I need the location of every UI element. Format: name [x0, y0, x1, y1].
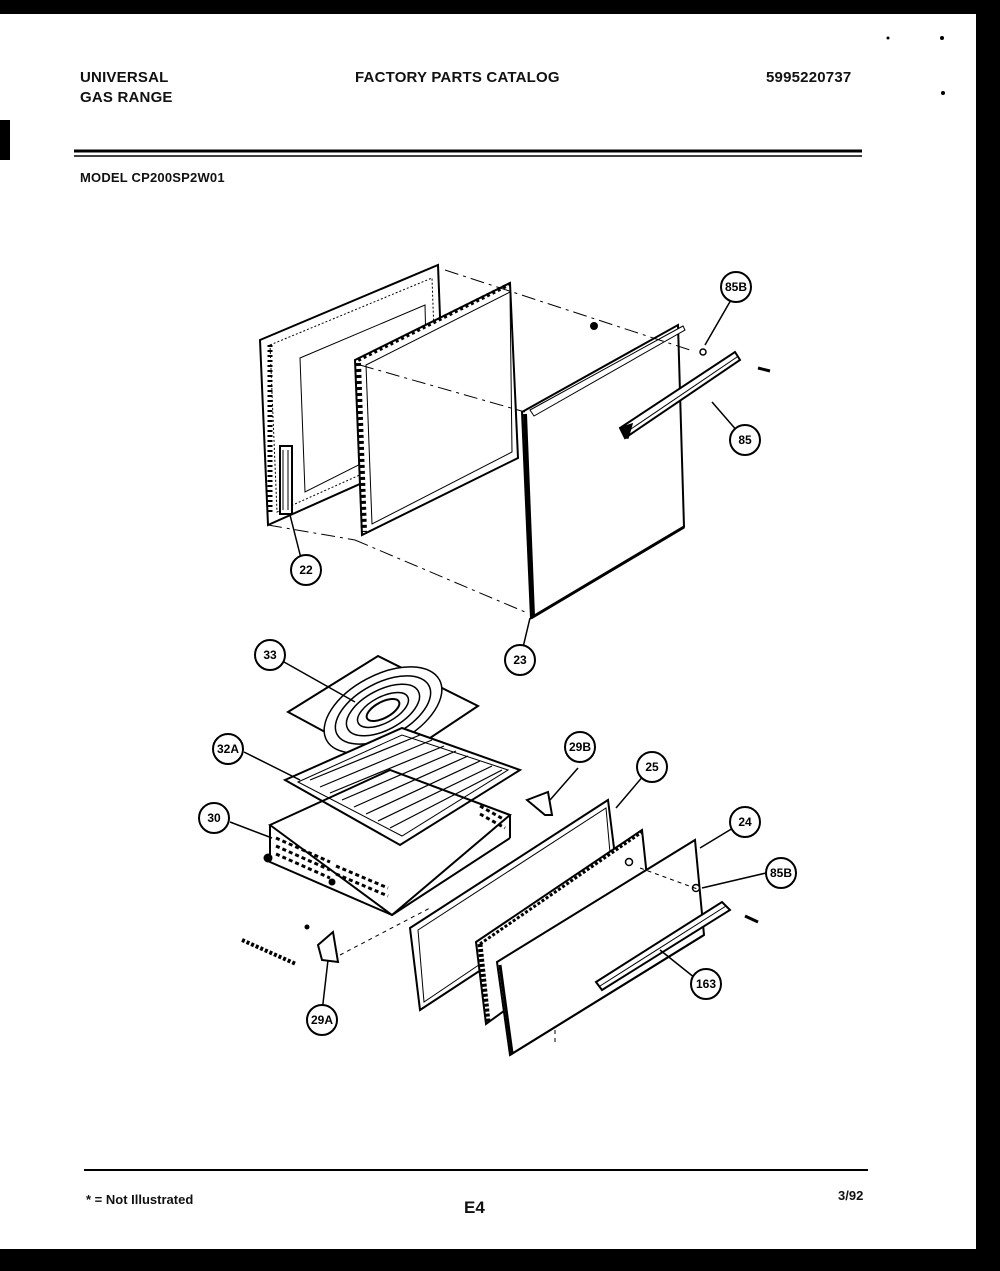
callout-circle [636, 751, 668, 783]
callout-label: 163 [696, 977, 716, 991]
callout-label: 85B [770, 866, 792, 880]
callout-22: 22 [290, 554, 322, 586]
callout-circle [306, 1004, 338, 1036]
callout-label: 22 [299, 563, 313, 577]
callout-circle [720, 271, 752, 303]
page-number: E4 [464, 1198, 485, 1217]
drawer-handle [594, 883, 759, 992]
callout-label: 33 [263, 648, 277, 662]
callout-32a: 32A [212, 733, 244, 765]
model-number: MODEL CP200SP2W01 [80, 170, 225, 185]
lower-assembly-lines [339, 867, 701, 1045]
oven-door-outer-panel [520, 323, 686, 620]
callout-label: 32A [217, 742, 239, 756]
brand-line-1: UNIVERSAL [80, 69, 169, 86]
callout-label: 23 [513, 653, 527, 667]
callout-33: 33 [254, 639, 286, 671]
drawer-front-panel [495, 838, 706, 1057]
callout-25: 25 [636, 751, 668, 783]
drawer-slide-left [241, 924, 340, 966]
callout-label: 85B [725, 280, 747, 294]
catalog-title: FACTORY PARTS CATALOG [355, 69, 560, 86]
callout-circle [729, 424, 761, 456]
upper-assembly-lines [267, 269, 691, 613]
callout-label: 29A [311, 1013, 333, 1027]
callout-24: 24 [729, 806, 761, 838]
scan-marks [0, 36, 945, 160]
callout-label: 24 [738, 815, 752, 829]
oven-door-handle [618, 348, 771, 440]
callout-85: 85 [729, 424, 761, 456]
callout-circle [765, 857, 797, 889]
callout-label: 29B [569, 740, 591, 754]
callout-circle [690, 968, 722, 1000]
callout-85b-upper: 85B [720, 271, 752, 303]
callout-29b: 29B [564, 731, 596, 763]
callout-29a: 29A [306, 1004, 338, 1036]
callout-circle [290, 554, 322, 586]
oven-door-insulation [353, 281, 520, 537]
callout-85b-lower: 85B [765, 857, 797, 889]
callout-circle [198, 802, 230, 834]
callout-circle [212, 733, 244, 765]
brand-line-2: GAS RANGE [80, 89, 173, 106]
broiler-grid [282, 726, 523, 847]
catalog-number: 5995220737 [766, 69, 852, 86]
callout-circle [564, 731, 596, 763]
footnote-not-illustrated: * = Not Illustrated [86, 1192, 194, 1207]
callout-label: 85 [738, 433, 752, 447]
callout-circle [254, 639, 286, 671]
callout-label: 30 [207, 811, 221, 825]
callout-circle [504, 644, 536, 676]
callout-163: 163 [690, 968, 722, 1000]
drawer-slide-right [525, 790, 554, 816]
callout-30: 30 [198, 802, 230, 834]
callout-23: 23 [504, 644, 536, 676]
callout-label: 25 [645, 760, 659, 774]
catalog-sheet [0, 14, 976, 1249]
header-rule [74, 149, 862, 157]
revision-date: 3/92 [838, 1188, 864, 1203]
callout-circle [729, 806, 761, 838]
door-bumper [590, 322, 598, 330]
